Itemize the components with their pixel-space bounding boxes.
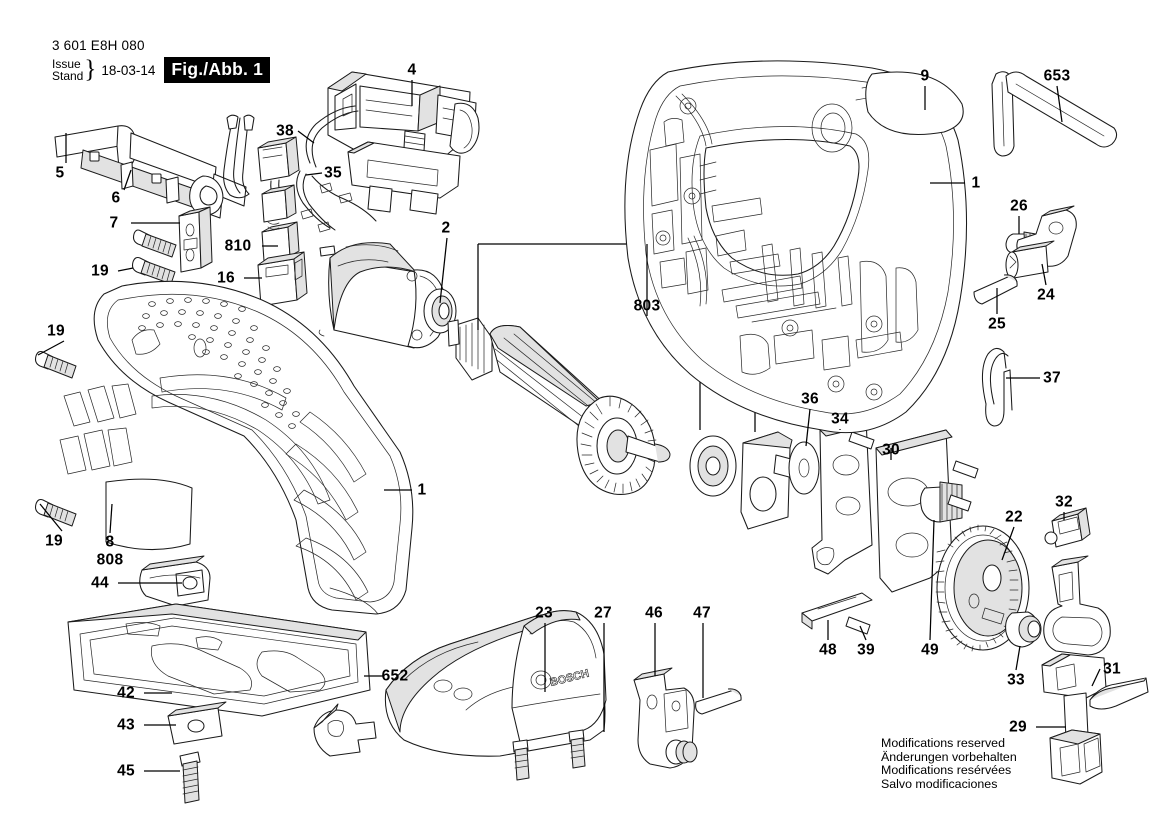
callout-24: 24 bbox=[1037, 286, 1055, 304]
callout-9: 9 bbox=[920, 67, 930, 85]
callout-6: 6 bbox=[111, 189, 121, 207]
callout-43: 43 bbox=[117, 716, 135, 734]
part-code: 3 601 E8H 080 bbox=[52, 38, 145, 53]
callout-4: 4 bbox=[407, 61, 417, 79]
diagram-header: 3 601 E8H 080 Issue Stand } 18-03-14 Fig… bbox=[52, 38, 271, 83]
part-main-gear bbox=[935, 524, 1030, 652]
callout-803: 803 bbox=[633, 297, 661, 315]
part-screws-group bbox=[34, 206, 213, 527]
part-main-housing-left bbox=[59, 280, 414, 615]
callout-30: 30 bbox=[882, 441, 900, 459]
callout-31: 31 bbox=[1103, 660, 1121, 678]
callout-45: 45 bbox=[117, 762, 135, 780]
callout-19c: 19 bbox=[45, 532, 63, 550]
callout-810: 810 bbox=[224, 237, 252, 255]
callout-2: 2 bbox=[441, 219, 451, 237]
part-gear-assembly-group bbox=[935, 507, 1149, 785]
part-shoe-cover-group: BOSCH bbox=[313, 610, 742, 781]
callout-27: 27 bbox=[594, 604, 612, 622]
callout-16: 16 bbox=[217, 269, 235, 287]
part-carbon-brush-group bbox=[257, 136, 308, 307]
callout-35: 35 bbox=[324, 164, 342, 182]
part-gear-housing-shell bbox=[624, 60, 968, 434]
part-blade-guide-group bbox=[54, 114, 255, 219]
callout-42: 42 bbox=[117, 684, 135, 702]
callout-808: 808 bbox=[96, 551, 124, 569]
part-roller-guide-group bbox=[973, 205, 1077, 427]
issue-row: Issue Stand } 18-03-14 Fig./Abb. 1 bbox=[52, 56, 271, 83]
callout-47: 47 bbox=[693, 604, 711, 622]
callout-44: 44 bbox=[91, 574, 109, 592]
callout-48: 48 bbox=[819, 641, 837, 659]
callout-19a: 19 bbox=[91, 262, 109, 280]
callout-33: 33 bbox=[1007, 671, 1025, 689]
footnote-es: Salvo modificaciones bbox=[881, 776, 998, 791]
callout-29: 29 bbox=[1009, 718, 1027, 736]
part-base-plate-group bbox=[67, 555, 371, 804]
callout-1l: 1 bbox=[417, 481, 427, 499]
callout-7: 7 bbox=[109, 214, 119, 232]
footnote-en: Modifications reserved bbox=[881, 736, 1005, 750]
callout-1r: 1 bbox=[971, 174, 981, 192]
callout-32: 32 bbox=[1055, 493, 1073, 511]
callout-23: 23 bbox=[535, 604, 553, 622]
callout-36: 36 bbox=[801, 390, 819, 408]
callout-46: 46 bbox=[645, 604, 663, 622]
issue-date: 18-03-14 bbox=[101, 62, 156, 78]
callout-49: 49 bbox=[921, 641, 939, 659]
part-switch-module-group bbox=[296, 71, 480, 233]
callout-37: 37 bbox=[1043, 369, 1061, 387]
callout-39: 39 bbox=[857, 641, 875, 659]
leader-lines bbox=[37, 80, 1101, 772]
callout-8: 8 bbox=[105, 533, 115, 551]
callout-22: 22 bbox=[1005, 508, 1023, 526]
footnote-de: Änderungen vorbehalten bbox=[881, 749, 1017, 764]
callout-26: 26 bbox=[1010, 197, 1028, 215]
part-motor-stator-group bbox=[318, 242, 457, 349]
figure-badge: Fig./Abb. 1 bbox=[164, 57, 271, 83]
callout-652: 652 bbox=[381, 667, 409, 685]
issue-stand-labels: Issue Stand bbox=[52, 56, 84, 83]
part-armature-group bbox=[447, 243, 814, 530]
callout-5: 5 bbox=[55, 164, 65, 182]
callout-653: 653 bbox=[1043, 67, 1071, 85]
callout-38: 38 bbox=[276, 122, 294, 140]
stand-label: Stand bbox=[52, 69, 84, 83]
brace-glyph: } bbox=[84, 56, 97, 83]
modifications-footnote: Modifications reserved Änderungen vorbeh… bbox=[881, 736, 1017, 791]
part-allen-key bbox=[991, 71, 1118, 157]
part-bevel-gear bbox=[576, 395, 671, 495]
footnote-fr: Modifications resérvées bbox=[881, 763, 1012, 778]
issue-label: Issue bbox=[52, 56, 81, 71]
callout-25: 25 bbox=[988, 315, 1006, 333]
callout-19b: 19 bbox=[47, 322, 65, 340]
callout-34: 34 bbox=[831, 410, 849, 428]
